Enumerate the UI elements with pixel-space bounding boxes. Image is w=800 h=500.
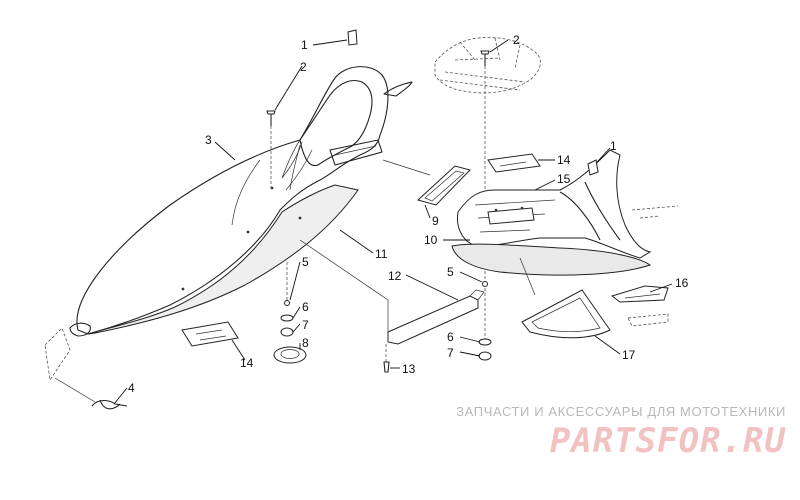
hairpin-clip-part-4: [44, 327, 128, 410]
callout-13: 13: [402, 362, 416, 376]
strip-part-16: [610, 205, 679, 327]
callout-16: 16: [675, 276, 689, 290]
seat-frame-part-15: [456, 149, 652, 259]
callout-numbers: 1 2 3 4 5 6 7 8 14 11 12 13 2 14 1 15 9 …: [128, 33, 689, 395]
callout-11: 11: [375, 247, 388, 261]
callout-2-top-right: 2: [513, 33, 520, 47]
bracket-part-12: [387, 289, 485, 345]
callout-14-right: 14: [557, 153, 571, 167]
watermark-logo: PARTSFOR.RU: [549, 421, 786, 461]
callout-5-left: 5: [302, 255, 309, 269]
screw-part-2: [266, 110, 276, 190]
leader-assembly-11: [299, 239, 389, 332]
chassis-outline: [434, 37, 541, 94]
pad-part-14-right: [487, 153, 541, 173]
callout-14-left: 14: [240, 356, 254, 370]
gasket-part-9: [416, 165, 471, 206]
callout-7-right: 7: [447, 346, 454, 360]
callout-10: 10: [424, 233, 438, 247]
seal-part-17: [521, 289, 611, 339]
leader-lines: [113, 39, 673, 405]
callout-9: 9: [432, 214, 439, 228]
callout-1-top-left: 1: [301, 38, 308, 52]
callout-17: 17: [622, 348, 636, 362]
base-plate-part-10: [451, 243, 652, 276]
watermark: ЗАПЧАСТИ И АКСЕССУАРЫ ДЛЯ МОТОТЕХНИКИ PA…: [456, 404, 786, 461]
clip-part-1-right: [587, 159, 599, 176]
callout-6-right: 6: [447, 330, 454, 344]
callout-12: 12: [388, 269, 402, 283]
callout-7-left: 7: [302, 318, 309, 332]
callout-3: 3: [205, 133, 212, 147]
callout-2-top-left: 2: [300, 60, 307, 74]
callout-15: 15: [557, 172, 571, 186]
watermark-caption: ЗАПЧАСТИ И АКСЕССУАРЫ ДЛЯ МОТОТЕХНИКИ: [456, 404, 786, 419]
fastener-stack-left: [273, 262, 307, 364]
clip-part-1: [347, 29, 358, 46]
callout-8: 8: [302, 336, 309, 350]
hood-nose-part: [69, 66, 413, 337]
callout-5-right: 5: [447, 265, 454, 279]
callout-1-right: 1: [610, 139, 617, 153]
fastener-stack-right: [478, 281, 492, 361]
callout-6-left: 6: [302, 300, 309, 314]
pad-part-14-left: [181, 321, 239, 347]
callout-4: 4: [128, 381, 135, 395]
rivet-part-13: [383, 344, 390, 373]
